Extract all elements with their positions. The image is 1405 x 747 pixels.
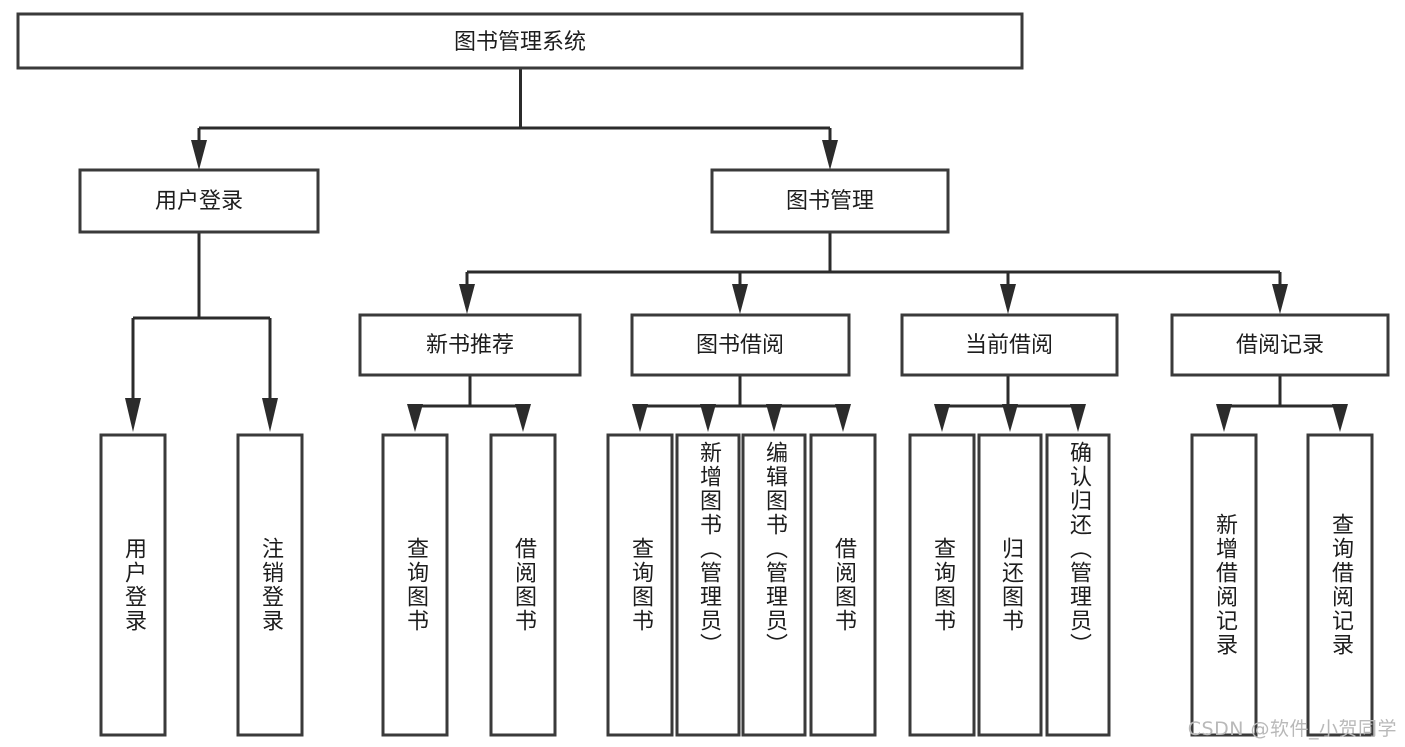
leaf-box-query-book-1[interactable] (381, 433, 449, 737)
arrow-userlogin-leaf-1 (125, 398, 141, 432)
leaf-label-wrap-query-book-3: 查询图书 (910, 435, 974, 735)
arrow-bookborrow-leaf-1 (632, 404, 648, 432)
borrow-record-box[interactable] (1170, 313, 1390, 377)
leaf-label-user-login: 用户登录 (120, 537, 146, 633)
book-manage-box[interactable] (710, 168, 950, 234)
root-label: 图书管理系统 (454, 30, 586, 55)
leaf-box-add-record[interactable] (1190, 433, 1258, 737)
borrow-record-label: 借阅记录 (1236, 333, 1324, 358)
arrow-root-to-userlogin (191, 140, 207, 170)
leaf-label-wrap-return-book: 归还图书 (979, 435, 1041, 735)
node-current-borrow[interactable]: 当前借阅 (900, 313, 1119, 377)
leaf-boxes-book-borrow (606, 433, 877, 737)
connector-group-newbook-to-leaves (407, 375, 531, 432)
leaf-label-wrap-add-book: 新增图书（管理员） (677, 441, 739, 735)
leaf-box-return-book[interactable] (977, 433, 1043, 737)
arrow-bm-to-bookborrow (732, 284, 748, 314)
leaf-box-add-book[interactable] (675, 433, 741, 737)
leaf-box-user-login[interactable] (99, 433, 167, 737)
leaf-boxes-current-borrow (908, 433, 1111, 737)
book-borrow-box[interactable] (630, 313, 851, 377)
leaf-label-wrap-borrow-book-2: 借阅图书 (811, 435, 875, 735)
leaf-label-wrap-logout-login: 注销登录 (238, 435, 302, 735)
current-borrow-box[interactable] (900, 313, 1119, 377)
connector-group-bookborrow-to-leaves (632, 375, 851, 432)
root-box[interactable] (16, 12, 1024, 70)
leaf-label-logout-login: 注销登录 (257, 537, 283, 633)
arrow-bookborrow-leaf-2 (700, 404, 716, 432)
arrow-borrowrecord-leaf-1 (1216, 404, 1232, 432)
leaf-label-query-book-3: 查询图书 (929, 537, 955, 633)
leaf-box-query-book-2[interactable] (606, 433, 674, 737)
connector-group-borrowrecord-to-leaves (1216, 375, 1348, 432)
leaf-box-logout-login[interactable] (236, 433, 304, 737)
connector-group-bookmanage-to-level3 (459, 232, 1288, 314)
book-manage-label: 图书管理 (786, 189, 874, 214)
leaf-label-wrap-query-book-2: 查询图书 (608, 435, 672, 735)
leaf-box-query-record[interactable] (1306, 433, 1374, 737)
leaf-label-wrap-query-record: 查询借阅记录 (1308, 435, 1372, 735)
leaf-label-wrap-user-login: 用户登录 (101, 435, 165, 735)
node-borrow-record[interactable]: 借阅记录 (1170, 313, 1390, 377)
arrow-bm-to-currentborrow (1000, 284, 1016, 314)
node-book-manage[interactable]: 图书管理 (710, 168, 950, 234)
leaf-label-borrow-book-2: 借阅图书 (830, 537, 856, 633)
leaf-label-add-book: 新增图书（管理员） (695, 441, 721, 657)
leaf-label-wrap-confirm-return: 确认归还（管理员） (1047, 441, 1109, 735)
leaf-boxes-user-login (99, 433, 304, 737)
leaf-boxes-borrow-record (1190, 433, 1374, 737)
connector-group-userlogin-to-leaves (125, 232, 278, 432)
new-book-recommend-label: 新书推荐 (426, 333, 514, 358)
leaf-label-borrow-book-1: 借阅图书 (510, 537, 536, 633)
user-login-box[interactable] (78, 168, 320, 234)
leaf-box-edit-book[interactable] (741, 433, 807, 737)
leaf-label-wrap-query-book-1: 查询图书 (383, 435, 447, 735)
node-user-login[interactable]: 用户登录 (78, 168, 320, 234)
leaf-box-borrow-book-1[interactable] (489, 433, 557, 737)
arrow-currentborrow-leaf-1 (934, 404, 950, 432)
arrow-currentborrow-leaf-2 (1002, 404, 1018, 432)
leaf-label-confirm-return: 确认归还（管理员） (1065, 441, 1091, 657)
arrow-bookborrow-leaf-3 (766, 404, 782, 432)
leaf-box-confirm-return[interactable] (1045, 433, 1111, 737)
arrow-newbook-leaf-1 (407, 404, 423, 432)
leaf-label-query-book-2: 查询图书 (627, 537, 653, 633)
leaf-label-query-book-1: 查询图书 (402, 537, 428, 633)
leaf-boxes-new-book-recommend (381, 433, 557, 737)
arrow-bm-to-newbook (459, 284, 475, 314)
node-root[interactable]: 图书管理系统 (16, 12, 1024, 70)
leaf-box-borrow-book-2[interactable] (809, 433, 877, 737)
node-new-book-recommend[interactable]: 新书推荐 (358, 313, 582, 377)
arrow-root-to-bookmanage (822, 140, 838, 170)
leaf-label-return-book: 归还图书 (997, 537, 1023, 633)
new-book-recommend-box[interactable] (358, 313, 582, 377)
arrow-bm-to-borrowrecord (1272, 284, 1288, 314)
leaf-label-wrap-add-record: 新增借阅记录 (1192, 435, 1256, 735)
book-borrow-label: 图书借阅 (696, 333, 784, 358)
arrow-newbook-leaf-2 (515, 404, 531, 432)
arrow-currentborrow-leaf-3 (1070, 404, 1086, 432)
leaf-label-wrap-borrow-book-1: 借阅图书 (491, 435, 555, 735)
leaf-label-query-record: 查询借阅记录 (1327, 513, 1353, 657)
arrow-bookborrow-leaf-4 (835, 404, 851, 432)
connector-group-currentborrow-to-leaves (934, 375, 1086, 432)
arrow-borrowrecord-leaf-2 (1332, 404, 1348, 432)
leaf-label-add-record: 新增借阅记录 (1211, 513, 1237, 657)
leaf-box-query-book-3[interactable] (908, 433, 976, 737)
leaf-label-edit-book: 编辑图书（管理员） (761, 441, 787, 657)
watermark-label: CSDN @软件_小贺同学 (1187, 718, 1397, 740)
user-login-label: 用户登录 (155, 189, 243, 214)
arrow-userlogin-leaf-2 (262, 398, 278, 432)
node-book-borrow[interactable]: 图书借阅 (630, 313, 851, 377)
connector-group-root-to-level2 (191, 68, 838, 170)
current-borrow-label: 当前借阅 (965, 333, 1053, 358)
leaf-label-wrap-edit-book: 编辑图书（管理员） (743, 441, 805, 735)
